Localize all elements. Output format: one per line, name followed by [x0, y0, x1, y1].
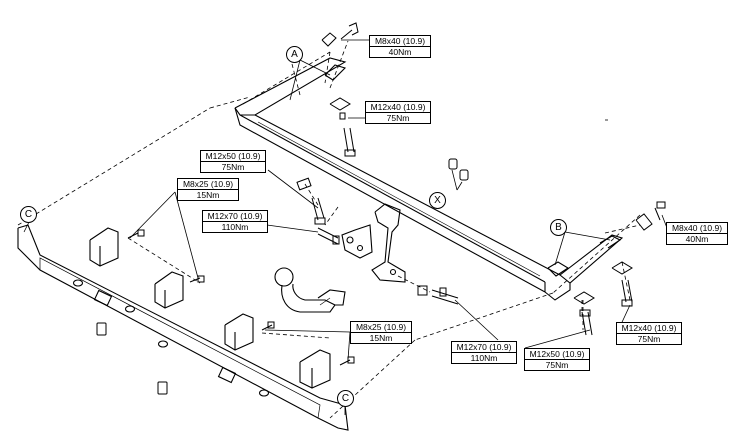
detail-marker-x: X: [429, 192, 446, 209]
center-bracket: [341, 203, 406, 283]
fastener-label-bolt-b: M12x40 (10.9) 75Nm: [616, 322, 682, 345]
fastener-label-bolt-right: M8x40 (10.9) 40Nm: [666, 222, 728, 245]
fastener-spec: M12x40 (10.9): [621, 323, 677, 333]
fastener-label-center-horizontal: M12x70 (10.9) 110Nm: [451, 341, 517, 364]
detail-marker-a: A: [286, 46, 303, 63]
fastener-label-bolt-lower-right: M12x50 (10.9) 75Nm: [524, 348, 590, 371]
fastener-spec: M8x40 (10.9): [374, 36, 426, 46]
bumper-brackets: [89, 227, 331, 389]
tow-ball: [274, 267, 346, 313]
fastener-torque: 40Nm: [667, 233, 727, 244]
bumper-beam: [17, 224, 349, 431]
fastener-torque: 15Nm: [351, 332, 411, 343]
fastener-spec: M8x25 (10.9): [355, 322, 407, 332]
leader-lines: [23, 39, 668, 415]
fastener-torque: 40Nm: [370, 46, 430, 57]
fastener-spec: M8x25 (10.9): [182, 179, 234, 189]
fastener-torque: 75Nm: [525, 359, 589, 370]
bolts: [127, 22, 666, 366]
fastener-label-bolt-top: M8x40 (10.9) 40Nm: [369, 35, 431, 58]
fastener-torque: 110Nm: [203, 221, 267, 232]
detail-marker-c-right: C: [337, 390, 354, 407]
fastener-spec: M12x40 (10.9): [370, 102, 426, 112]
clips: [96, 322, 168, 395]
fastener-spec: M12x50 (10.9): [529, 349, 585, 359]
fastener-spec: M12x50 (10.9): [205, 151, 261, 161]
fastener-spec: M8x40 (10.9): [671, 223, 723, 233]
crossbar: [234, 57, 624, 301]
fastener-label-bolt-a: M12x40 (10.9) 75Nm: [365, 101, 431, 124]
fastener-torque: 75Nm: [366, 112, 430, 123]
fastener-torque: 75Nm: [201, 161, 265, 172]
fastener-label-bumper-left: M8x25 (10.9) 15Nm: [177, 178, 239, 201]
fastener-label-center-lower: M12x70 (10.9) 110Nm: [202, 210, 268, 233]
fastener-torque: 75Nm: [617, 333, 681, 344]
detail-marker-b: B: [550, 219, 567, 236]
fastener-label-bumper-right: M8x25 (10.9) 15Nm: [350, 321, 412, 344]
fastener-torque: 110Nm: [452, 352, 516, 363]
fastener-spec: M12x70 (10.9): [207, 211, 263, 221]
fastener-spec: M12x70 (10.9): [456, 342, 512, 352]
fastener-label-center-upper: M12x50 (10.9) 75Nm: [200, 150, 266, 173]
detail-marker-c-left: C: [20, 206, 37, 223]
fastener-torque: 15Nm: [178, 189, 238, 200]
